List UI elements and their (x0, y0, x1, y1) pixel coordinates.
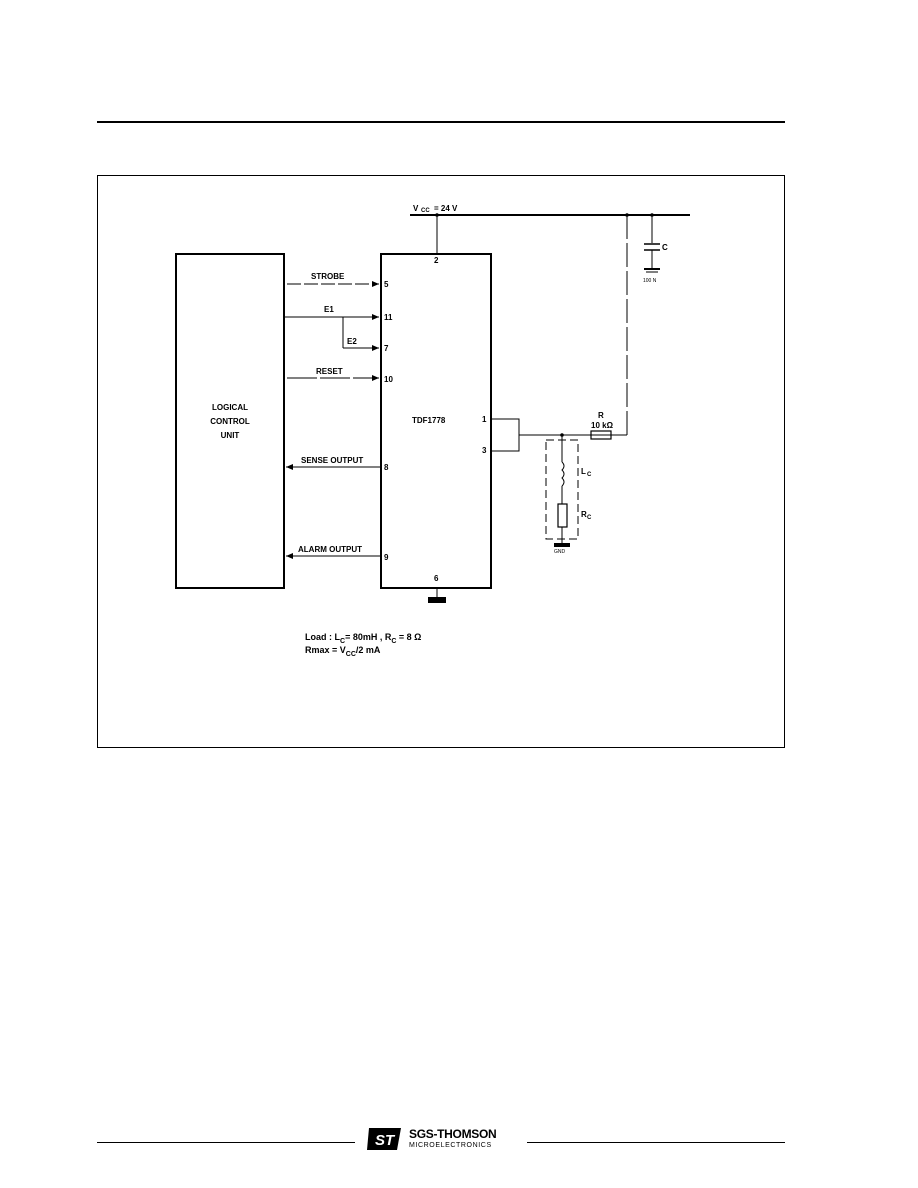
ground-icon-ic (428, 597, 446, 603)
lcu-line-1: LOGICAL (212, 403, 248, 412)
ic-name: TDF1778 (412, 416, 446, 425)
rc-sub: C (587, 515, 592, 521)
resistor-label: R (598, 411, 604, 420)
resistor-r (590, 430, 612, 440)
pin-6: 6 (434, 574, 439, 583)
lcu-line-2: CONTROL (210, 417, 250, 426)
svg-text:ST: ST (375, 1132, 396, 1149)
e2-label: E2 (347, 337, 357, 346)
capacitor-label: C (662, 243, 668, 252)
brand-subtitle: MICROELECTRONICS (409, 1142, 492, 1149)
pin-9: 9 (384, 553, 389, 562)
logical-control-unit (175, 253, 285, 589)
pin-7: 7 (384, 344, 389, 353)
pin-11: 11 (384, 313, 393, 322)
resistor-rc (557, 503, 568, 528)
vcc-value: = 24 V (434, 204, 458, 213)
lc-label: L (581, 467, 586, 476)
rmax-note: Rmax = VCC/2 mA (305, 645, 381, 658)
pin-10: 10 (384, 375, 393, 384)
pin-8: 8 (384, 463, 389, 472)
load-note: Load : LC= 80mH , RC = 8 Ω (305, 632, 422, 645)
ic-tdf1778 (380, 253, 492, 589)
ground-icon-cap (644, 268, 660, 273)
cap-ground-label: 100 N (643, 278, 657, 284)
alarm-label: ALARM OUTPUT (298, 545, 362, 554)
vcc-sub: CC (421, 208, 430, 214)
ground-icon-load (554, 543, 570, 547)
lc-sub: C (587, 472, 592, 478)
inductor-lc (561, 461, 565, 487)
resistor-value: 10 kΩ (591, 421, 614, 430)
vcc-label: V (413, 204, 419, 213)
load-ground-label: GND (554, 549, 566, 555)
rc-label: R (581, 510, 587, 519)
footer-rule-left (97, 1142, 355, 1143)
header-rule (97, 121, 785, 123)
pin-3: 3 (482, 446, 487, 455)
e1-label: E1 (324, 305, 334, 314)
brand-name: SGS-THOMSON (409, 1127, 497, 1141)
output-loop (491, 418, 520, 452)
strobe-label: STROBE (311, 272, 345, 281)
pin-5: 5 (384, 280, 389, 289)
sense-label: SENSE OUTPUT (301, 456, 363, 465)
pin-1: 1 (482, 415, 487, 424)
reset-label: RESET (316, 367, 343, 376)
footer-rule-right (527, 1142, 785, 1143)
st-logo-icon: ST (367, 1128, 401, 1150)
figure-frame (97, 175, 785, 748)
pin-2: 2 (434, 256, 439, 265)
lcu-line-3: UNIT (221, 431, 240, 440)
